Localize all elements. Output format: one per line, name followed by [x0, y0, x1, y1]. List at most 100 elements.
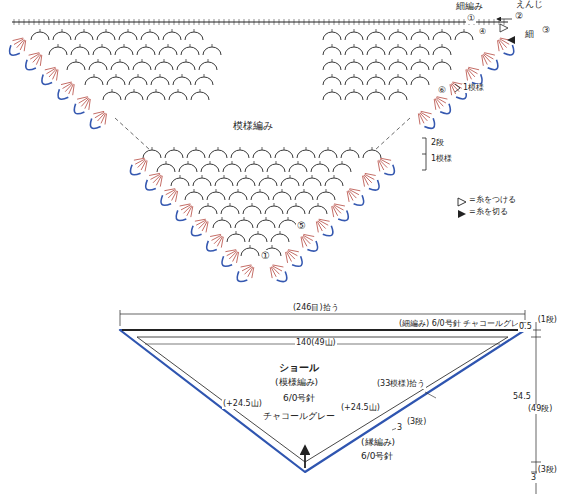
- stitch: [277, 272, 287, 282]
- stitch: [332, 29, 333, 32]
- stitch: [354, 74, 355, 77]
- stitch: [374, 19, 375, 25]
- stitch: [119, 32, 137, 40]
- stitch: [367, 32, 385, 40]
- stitch: [260, 189, 261, 192]
- stitch: [272, 245, 273, 248]
- stitch: [332, 59, 333, 62]
- stitch: [244, 217, 245, 220]
- stitch: [159, 47, 177, 55]
- stitch: [115, 47, 133, 55]
- stitch-name: 細: [524, 30, 535, 40]
- stitch: [53, 69, 58, 79]
- stitch: [104, 19, 105, 25]
- legend-symbol: [458, 198, 466, 206]
- stitch: [254, 161, 255, 164]
- stitch: [440, 104, 450, 114]
- stitch: [320, 161, 321, 164]
- stitch: [10, 45, 20, 55]
- stitch: [494, 19, 495, 25]
- stitch: [40, 55, 42, 66]
- stitch: [34, 19, 35, 25]
- stitch: [268, 175, 269, 178]
- stitch: [94, 74, 95, 77]
- stitch: [389, 62, 407, 70]
- stitch: [239, 19, 240, 25]
- stitch: [74, 19, 75, 25]
- stitch: [367, 47, 385, 55]
- stitch: [306, 147, 307, 150]
- stitch: [238, 189, 239, 192]
- stitch: [150, 29, 151, 32]
- row-number: ⑥: [437, 86, 447, 96]
- stitch: [488, 60, 498, 70]
- stitch: [157, 164, 175, 172]
- stitch: [376, 44, 377, 47]
- stitch: [107, 77, 125, 85]
- stitch: [189, 19, 190, 25]
- stitch: [303, 234, 314, 236]
- stitch: [210, 161, 211, 164]
- stitch: [31, 32, 49, 40]
- stitch: [246, 175, 247, 178]
- stitch: [289, 164, 307, 172]
- height-dimension: 54.5: [512, 393, 532, 402]
- stitch: [259, 178, 277, 186]
- yarn-cut-mark: [507, 36, 515, 44]
- stitch: [99, 19, 100, 25]
- stitch: [424, 19, 425, 25]
- stitch: [472, 74, 482, 84]
- stitch: [319, 150, 337, 158]
- stitch: [275, 150, 293, 158]
- stitch: [288, 250, 299, 252]
- stitch: [365, 173, 376, 175]
- stitch: [389, 47, 407, 55]
- stitch: [93, 47, 111, 55]
- stitch: [271, 234, 289, 242]
- stitch: [389, 19, 390, 25]
- stitch: [323, 32, 341, 40]
- stitch: [102, 44, 103, 47]
- stitch: [354, 29, 355, 32]
- stitch: [369, 180, 379, 190]
- stitch: [218, 147, 219, 150]
- stitch: [287, 206, 305, 214]
- repeat-label: 1模様: [430, 155, 453, 164]
- stitch: [253, 150, 271, 158]
- stitch: [334, 204, 345, 206]
- stitch: [67, 62, 85, 70]
- stitch: [420, 29, 421, 32]
- stitch: [12, 21, 508, 22]
- stitch: [64, 19, 65, 25]
- stitch: [221, 206, 239, 214]
- stitch: [75, 32, 93, 40]
- stitch: [359, 19, 360, 25]
- stitch: [459, 19, 460, 25]
- stitch: [307, 241, 317, 251]
- stitch: [49, 47, 67, 55]
- stitch: [318, 203, 319, 206]
- stitch: [466, 70, 468, 81]
- stitch: [245, 164, 263, 172]
- stitch-chart: [10, 19, 514, 282]
- stitch: [215, 178, 233, 186]
- stitch: [24, 19, 25, 25]
- stitch: [292, 256, 302, 266]
- stitch: [200, 89, 201, 92]
- increase-note: (+24.5山): [340, 404, 381, 413]
- stitch: [154, 19, 155, 25]
- stitch: [349, 19, 350, 25]
- stitch: [464, 19, 465, 25]
- stitch: [332, 44, 333, 47]
- stitch: [420, 44, 421, 47]
- stitch: [314, 19, 315, 25]
- stitch: [124, 19, 125, 25]
- stitch: [258, 231, 259, 234]
- stitch: [274, 19, 275, 25]
- stitch: [323, 47, 341, 55]
- stitch: [204, 74, 205, 77]
- stitch: [319, 19, 320, 25]
- stitch: [243, 206, 261, 214]
- stitch: [71, 47, 89, 55]
- stitch: [411, 32, 429, 40]
